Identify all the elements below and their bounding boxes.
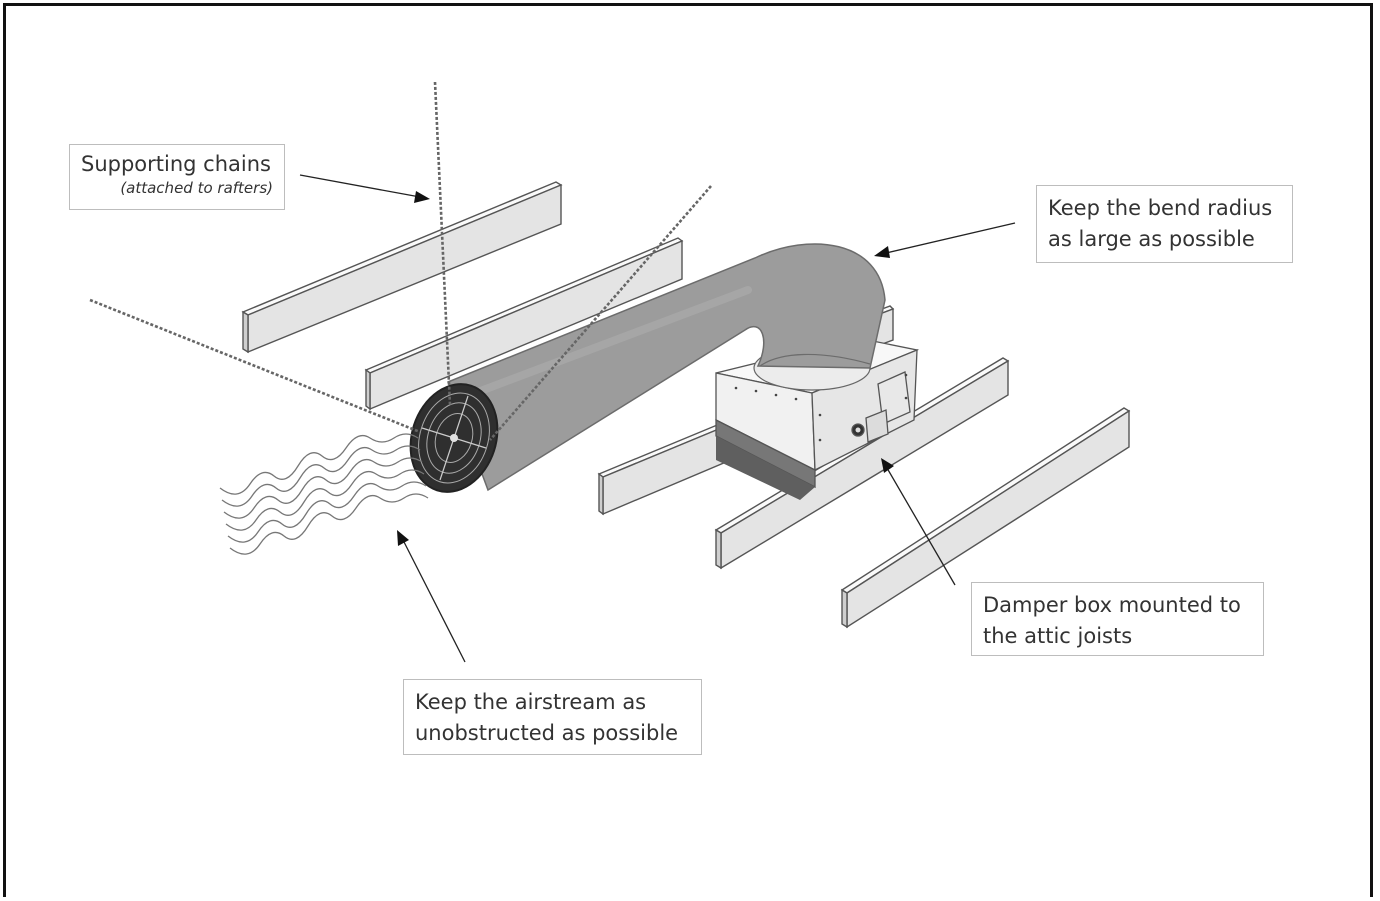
joist-front-left (597, 422, 728, 516)
chain-icon (89, 81, 712, 441)
callout-bend-line2: as large as possible (1048, 227, 1255, 251)
callout-supporting-chains: Supporting chains (attached to rafters) (69, 144, 285, 210)
chain-vertical (433, 81, 452, 406)
airflow-icon (219, 433, 429, 555)
callout-bend-radius: Keep the bend radius as large as possibl… (1036, 185, 1293, 263)
joists (241, 181, 1131, 629)
callout-damper-line2: the attic joists (983, 624, 1133, 648)
callout-bend-line1: Keep the bend radius (1048, 196, 1273, 220)
joist-front-right (840, 407, 1131, 629)
fan-icon (409, 383, 499, 493)
chain-diagonal (489, 185, 712, 441)
callout-airstream-line2: unobstructed as possible (415, 721, 679, 745)
flex-duct (447, 243, 886, 492)
joist-rear-left (241, 181, 563, 354)
leader-arrows (299, 174, 1016, 663)
callout-chains-title: Supporting chains (81, 152, 271, 176)
arrow-chains (299, 174, 430, 203)
callout-airstream: Keep the airstream as unobstructed as po… (403, 679, 702, 755)
damper-actuator (851, 371, 911, 443)
callout-airstream-line1: Keep the airstream as (415, 690, 647, 714)
callout-damper-line1: Damper box mounted to (983, 593, 1241, 617)
arrow-airstream (397, 530, 466, 663)
diagram-frame (3, 3, 1373, 897)
callout-damper-box: Damper box mounted to the attic joists (971, 582, 1264, 656)
arrow-bend (874, 222, 1016, 258)
arrow-damper (881, 458, 956, 586)
callout-chains-subtitle: (attached to rafters) (120, 179, 273, 197)
chain-left (89, 298, 421, 434)
